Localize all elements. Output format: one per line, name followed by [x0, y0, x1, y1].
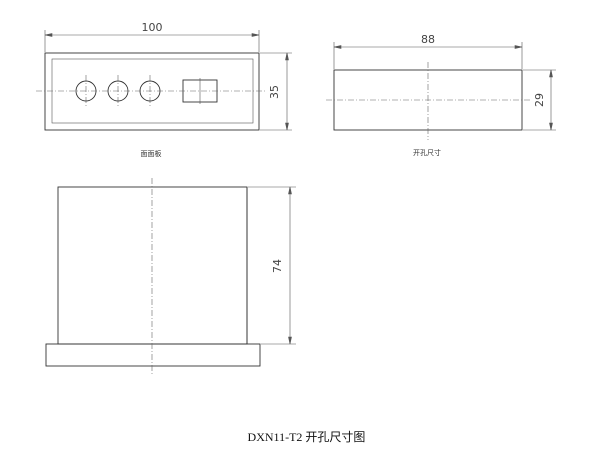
cutout-label: 开孔尺寸: [413, 148, 441, 157]
cutout-view: 88 29 开孔尺寸: [326, 33, 556, 157]
side-body: [57, 186, 248, 345]
side-view: 74: [45, 178, 296, 374]
side-depth-dimension: 74: [271, 259, 284, 273]
front-panel-outer: [44, 52, 260, 131]
drawing-caption: DXN11-T2 开孔尺寸图: [247, 430, 366, 444]
cutout-width-dimension: 88: [421, 33, 435, 46]
front-width-dimension: 100: [142, 21, 163, 34]
cutout-height-dimension: 29: [533, 93, 546, 107]
front-panel-view: 100 35 面面板: [36, 21, 292, 158]
side-flange: [45, 343, 261, 367]
front-height-dimension: 35: [268, 85, 281, 99]
front-panel-label: 面面板: [141, 149, 162, 158]
